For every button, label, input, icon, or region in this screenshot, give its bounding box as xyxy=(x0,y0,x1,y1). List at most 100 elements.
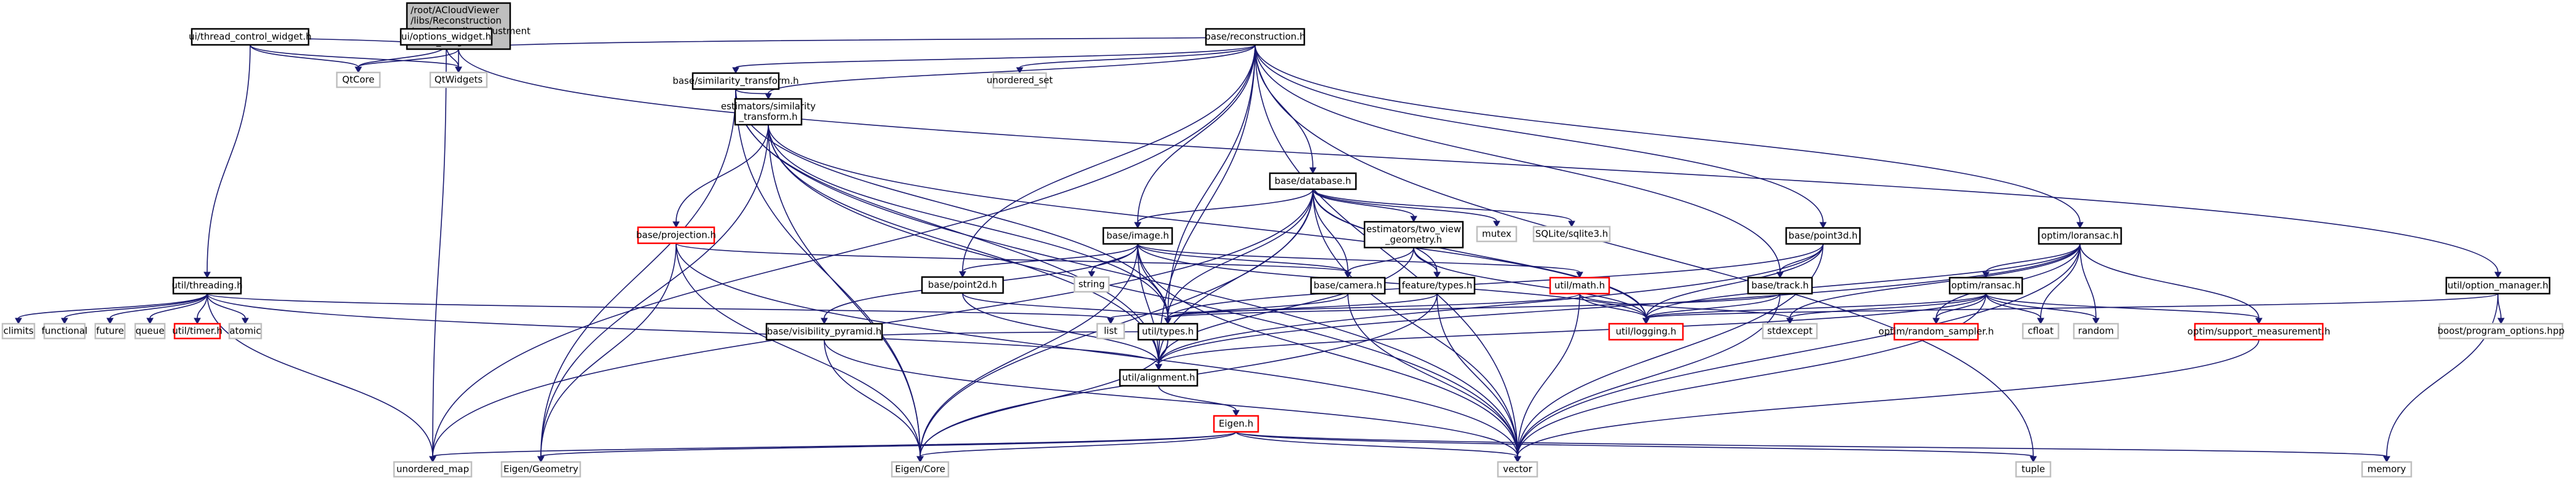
node-alignment[interactable]: util/alignment.h xyxy=(1119,369,1199,387)
node-label: util/timer.h xyxy=(172,326,223,337)
node-thread-control-widget[interactable]: ui/thread_control_widget.h xyxy=(189,28,312,46)
node-list: list xyxy=(1096,323,1125,340)
node-est-similarity[interactable]: estimators/similarity_transform.h xyxy=(721,98,816,126)
edge-reconstruction-to-tuple xyxy=(1255,44,2037,463)
node-similarity-transform[interactable]: base/similarity_transform.h xyxy=(672,72,799,90)
edge-image-to-point2d xyxy=(959,243,1138,278)
edge-track-to-types xyxy=(1164,293,1781,325)
node-atomic: atomic xyxy=(228,323,262,340)
node-track[interactable]: base/track.h xyxy=(1747,276,1813,295)
arrowhead-icon xyxy=(732,67,739,74)
node-label: base/reconstruction.h xyxy=(1205,31,1305,42)
node-label: /root/ACloudViewer xyxy=(411,5,500,16)
arrowhead-icon xyxy=(15,318,22,325)
node-label: Eigen.h xyxy=(1219,418,1253,429)
node-math[interactable]: util/math.h xyxy=(1549,276,1610,295)
arrowhead-icon xyxy=(1155,364,1162,371)
node-label: Eigen/Geometry xyxy=(503,464,578,475)
node-label: util/math.h xyxy=(1554,280,1605,291)
node-label: base/image.h xyxy=(1106,230,1169,241)
node-EigenCore: Eigen/Core xyxy=(891,461,950,478)
edge-database-to-mutex xyxy=(1312,189,1500,228)
node-mutex: mutex xyxy=(1476,225,1518,243)
node-ransac[interactable]: optim/ransac.h xyxy=(1948,276,2023,295)
edge-similarity_transform-to-EigenGeometry xyxy=(537,88,736,463)
edge-image-to-math xyxy=(1137,243,1583,279)
arrowhead-icon xyxy=(2092,318,2100,325)
node-options-widget[interactable]: ui/options_widget.h xyxy=(400,28,493,46)
node-camera[interactable]: base/camera.h xyxy=(1310,276,1386,295)
node-label: optim/support_measurement.h xyxy=(2188,326,2330,338)
arrowhead-icon xyxy=(2030,456,2037,463)
node-label: SQLite/sqlite3.h xyxy=(1535,229,1609,240)
node-label: optim/ransac.h xyxy=(1952,280,2021,291)
edge-reconstruction-to-point3d xyxy=(1255,44,1827,229)
node-label: base/track.h xyxy=(1751,280,1808,291)
node-visibility-pyramid[interactable]: base/visibility_pyramid.h xyxy=(765,323,883,341)
node-loransac[interactable]: optim/loransac.h xyxy=(2038,227,2122,245)
node-boost-po: boost/program_options.hpp xyxy=(2438,323,2564,340)
node-climits: climits xyxy=(1,323,36,340)
node-label: estimators/two_view xyxy=(1366,224,1461,235)
node-label: string xyxy=(1078,279,1105,290)
edge-Eigen-to-memory xyxy=(1235,431,2390,463)
node-reconstruction[interactable]: base/reconstruction.h xyxy=(1205,28,1306,46)
node-memory: memory xyxy=(2361,461,2413,478)
edge-database-to-image xyxy=(1134,189,1314,229)
edge-ransac-to-vector xyxy=(1514,293,1987,463)
node-sqlite: SQLite/sqlite3.h xyxy=(1532,225,1611,243)
node-support-measurement[interactable]: optim/support_measurement.h xyxy=(2188,323,2330,341)
node-cfloat: cfloat xyxy=(2022,323,2060,340)
node-threading[interactable]: util/threading.h xyxy=(171,276,243,295)
node-label: atomic xyxy=(229,326,261,337)
node-label: tuple xyxy=(2022,464,2045,475)
arrowhead-icon xyxy=(1164,318,1172,325)
edge-loransac-to-alignment xyxy=(1155,243,2081,371)
node-random-sampler[interactable]: optim/random_sampler.h xyxy=(1878,323,1994,341)
node-label: _geometry.h xyxy=(1385,234,1442,246)
edge-visibility_pyramid-to-vector xyxy=(824,339,1521,463)
edge-loransac-to-random xyxy=(2079,243,2100,325)
node-label: Eigen/Core xyxy=(895,464,945,475)
node-two-view[interactable]: estimators/two_view_geometry.h xyxy=(1363,221,1464,249)
node-label: functional xyxy=(42,326,88,337)
arrowhead-icon xyxy=(2076,222,2084,229)
node-point2d[interactable]: base/point2d.h xyxy=(921,276,1004,294)
node-stdexcept: stdexcept xyxy=(1762,323,1818,340)
edge-ransac-to-random_sampler xyxy=(1932,293,1987,325)
node-image[interactable]: base/image.h xyxy=(1102,227,1173,245)
node-QtWidgets: QtWidgets xyxy=(429,71,488,88)
arrowhead-icon xyxy=(106,318,114,325)
edge-alignment-to-Eigen xyxy=(1158,385,1240,417)
node-unordered-map: unordered_map xyxy=(393,461,473,478)
node-point3d[interactable]: base/point3d.h xyxy=(1785,227,1861,245)
arrowhead-icon xyxy=(1576,272,1583,279)
node-label: base/similarity_transform.h xyxy=(672,76,798,87)
edges-layer xyxy=(15,36,2505,463)
edge-Eigen-to-EigenCore xyxy=(916,431,1237,463)
node-label: util/alignment.h xyxy=(1122,372,1195,383)
edge-reconstruction-to-loransac xyxy=(1255,44,2084,229)
node-logging[interactable]: util/logging.h xyxy=(1608,323,1684,341)
arrowhead-icon xyxy=(1932,318,1940,325)
arrowhead-icon xyxy=(455,66,462,74)
node-random: random xyxy=(2073,323,2119,340)
node-database[interactable]: base/database.h xyxy=(1269,172,1357,190)
node-functional: functional xyxy=(42,323,88,340)
edge-threading-to-queue xyxy=(146,293,208,325)
node-types[interactable]: util/types.h xyxy=(1137,323,1199,341)
edge-est_similarity-to-types xyxy=(768,124,1172,325)
node-EigenGeometry: Eigen/Geometry xyxy=(500,461,581,478)
node-option-manager[interactable]: util/option_manager.h xyxy=(2445,276,2551,295)
node-projection[interactable]: base/projection.h xyxy=(636,226,716,244)
node-timer[interactable]: util/timer.h xyxy=(172,323,223,340)
arrowhead-icon xyxy=(821,318,828,325)
node-label: estimators/similarity xyxy=(721,101,816,112)
node-Eigen[interactable]: Eigen.h xyxy=(1213,415,1259,433)
node-feature-types[interactable]: feature/types.h xyxy=(1398,276,1476,295)
edge-point3d-to-vector xyxy=(1514,243,1824,463)
arrowhead-icon xyxy=(2497,318,2505,325)
node-label: QtWidgets xyxy=(435,74,483,85)
arrowhead-icon xyxy=(146,318,154,325)
